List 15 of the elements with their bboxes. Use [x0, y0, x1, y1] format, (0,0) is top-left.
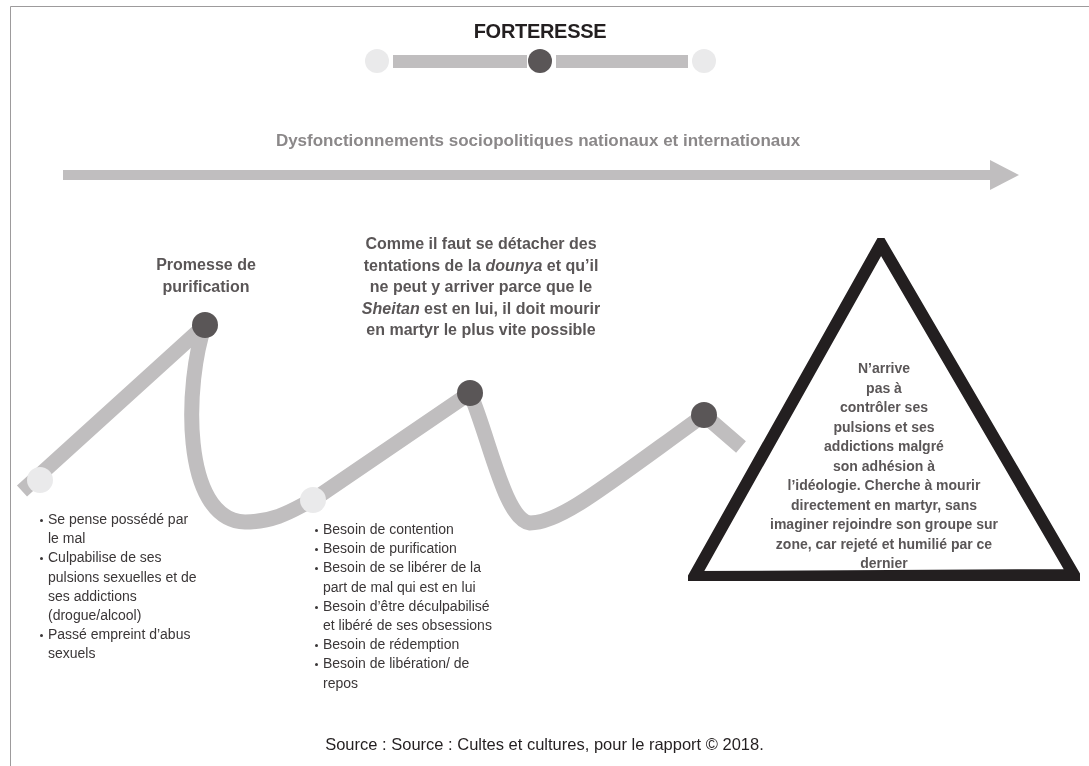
stage-heading: Comme il faut se détacher des tentations de la dounya et qu’il ne peut y arriver parce que le Sheitan est en lui, il doit mourir en martyr le plus vite possible	[360, 234, 602, 340]
bullet-item: Besoin de purification	[323, 540, 457, 557]
title: FORTERESSE	[472, 20, 608, 43]
bullet-item: Besoin de rédemption	[323, 636, 460, 653]
arrow-label: Dysfonctionnements sociopolitiques nationaux et internationaux	[274, 131, 802, 151]
bullet-item: Besoin de contention	[323, 521, 454, 537]
bullet-item: Besoin de libération/ de repos	[323, 655, 470, 691]
bullet-item: Besoin de se libérer de la part de mal qui est en lui	[323, 559, 481, 595]
triangle-text: N’arrive pas à contrôler ses pulsions et ses addictions malgré son adhésion à l’idéologie. Cherche à mourir directement en martyr, sans imaginer rejoindre son groupe sur zone, car rejeté et humilié par ce dernier	[770, 360, 998, 571]
bullet-item: Besoin d’être déculpabilisé et libéré de ses obsessions	[323, 597, 492, 633]
bullet-item: Culpabilise de ses pulsions sexuelles et de ses addictions (drogue/alcool)	[48, 549, 197, 623]
stage-heading: Promesse de purification	[155, 255, 257, 297]
bullet-item: Se pense possédé par le mal	[48, 511, 189, 547]
source-caption: Source : Source : Cultes et cultures, pour le rapport © 2018.	[324, 735, 765, 754]
bullet-item: Passé empreint d’abus sexuels	[48, 626, 191, 662]
